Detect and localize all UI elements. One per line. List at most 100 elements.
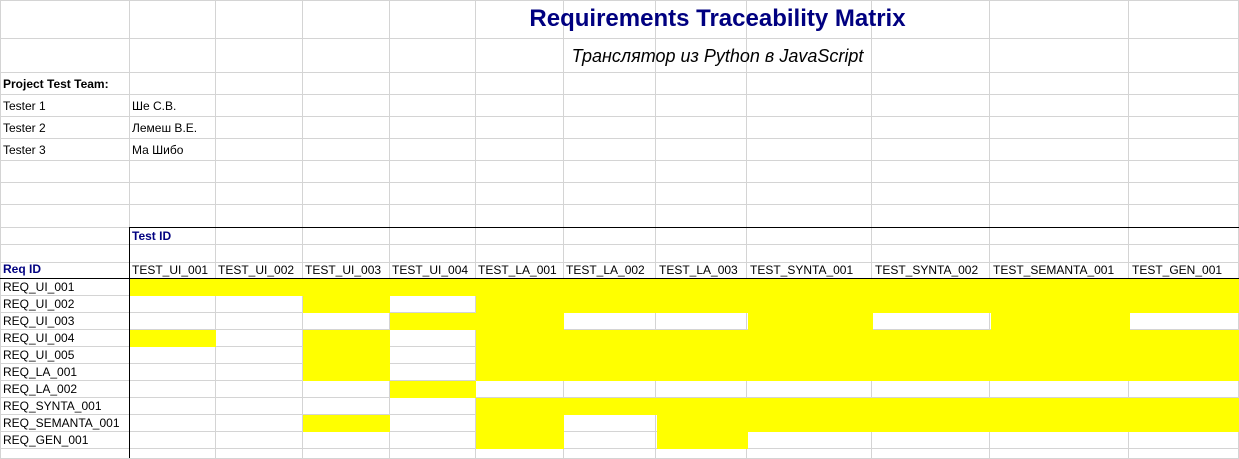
coverage-cell[interactable] <box>657 398 748 415</box>
coverage-cell[interactable] <box>303 347 390 364</box>
coverage-cell[interactable] <box>991 398 1130 415</box>
coverage-cell[interactable] <box>564 364 657 381</box>
coverage-cell[interactable] <box>390 279 476 296</box>
test-column-header: TEST_UI_002 <box>218 263 295 277</box>
coverage-cell[interactable] <box>476 398 564 415</box>
coverage-cell[interactable] <box>303 330 390 347</box>
coverage-cell[interactable] <box>991 364 1130 381</box>
requirement-id: REQ_UI_002 <box>3 297 75 311</box>
test-column-header: TEST_SEMANTA_001 <box>993 263 1115 277</box>
matrix-left-border <box>129 227 130 458</box>
coverage-cell[interactable] <box>657 279 748 296</box>
coverage-cell[interactable] <box>564 330 657 347</box>
coverage-cell[interactable] <box>873 398 991 415</box>
tester-role: Tester 1 <box>3 99 46 113</box>
coverage-cell[interactable] <box>657 415 748 432</box>
coverage-cell[interactable] <box>476 415 564 432</box>
coverage-cell[interactable] <box>390 313 476 330</box>
requirement-id: REQ_GEN_001 <box>3 433 89 447</box>
coverage-cell[interactable] <box>1130 398 1239 415</box>
coverage-cell[interactable] <box>390 381 476 398</box>
coverage-cell[interactable] <box>303 279 390 296</box>
coverage-cell[interactable] <box>873 415 991 432</box>
tester-name: Ше С.В. <box>132 99 177 113</box>
tester-name: Лемеш В.Е. <box>132 121 198 135</box>
coverage-cell[interactable] <box>303 296 390 313</box>
requirement-id: REQ_LA_002 <box>3 382 78 396</box>
tester-role: Tester 3 <box>3 143 46 157</box>
team-heading: Project Test Team: <box>3 77 109 91</box>
requirement-id: REQ_UI_004 <box>3 331 75 345</box>
test-column-header: TEST_GEN_001 <box>1132 263 1223 277</box>
tester-role: Tester 2 <box>3 121 46 135</box>
coverage-cell[interactable] <box>657 364 748 381</box>
coverage-cell[interactable] <box>873 330 991 347</box>
coverage-cell[interactable] <box>657 296 748 313</box>
test-column-header: TEST_SYNTA_002 <box>875 263 979 277</box>
coverage-cell[interactable] <box>1130 364 1239 381</box>
test-column-header: TEST_UI_003 <box>305 263 382 277</box>
coverage-cell[interactable] <box>564 279 657 296</box>
coverage-cell[interactable] <box>991 313 1130 330</box>
coverage-cell[interactable] <box>476 313 564 330</box>
test-column-header: TEST_SYNTA_001 <box>750 263 854 277</box>
test-column-header: TEST_UI_004 <box>392 263 469 277</box>
coverage-cell[interactable] <box>1130 296 1239 313</box>
coverage-cell[interactable] <box>748 296 873 313</box>
coverage-cell[interactable] <box>991 279 1130 296</box>
coverage-cell[interactable] <box>748 364 873 381</box>
coverage-cell[interactable] <box>476 279 564 296</box>
req-id-label: Req ID <box>3 262 42 276</box>
coverage-cell[interactable] <box>748 398 873 415</box>
coverage-cell[interactable] <box>748 279 873 296</box>
requirement-id: REQ_UI_001 <box>3 280 75 294</box>
test-column-header: TEST_LA_003 <box>659 263 738 277</box>
requirement-id: REQ_SYNTA_001 <box>3 399 102 413</box>
coverage-cell[interactable] <box>1130 415 1239 432</box>
coverage-cell[interactable] <box>476 364 564 381</box>
coverage-cell[interactable] <box>873 347 991 364</box>
coverage-cell[interactable] <box>1130 330 1239 347</box>
test-column-header: TEST_LA_002 <box>566 263 645 277</box>
coverage-cell[interactable] <box>216 279 303 296</box>
coverage-cell[interactable] <box>476 347 564 364</box>
matrix-top-border <box>129 227 1239 228</box>
requirement-id: REQ_UI_003 <box>3 314 75 328</box>
coverage-cell[interactable] <box>1130 347 1239 364</box>
coverage-cell[interactable] <box>130 330 216 347</box>
coverage-cell[interactable] <box>748 313 873 330</box>
coverage-cell[interactable] <box>303 364 390 381</box>
coverage-cell[interactable] <box>476 330 564 347</box>
coverage-cell[interactable] <box>564 398 657 415</box>
test-id-label: Test ID <box>132 229 172 243</box>
coverage-cell[interactable] <box>564 296 657 313</box>
page-subtitle: Транслятор из Python в JavaScript <box>571 46 864 66</box>
coverage-cell[interactable] <box>303 415 390 432</box>
coverage-cell[interactable] <box>657 330 748 347</box>
coverage-cell[interactable] <box>748 347 873 364</box>
requirement-id: REQ_UI_005 <box>3 348 75 362</box>
coverage-cell[interactable] <box>991 415 1130 432</box>
coverage-cell[interactable] <box>873 296 991 313</box>
test-column-header: TEST_UI_001 <box>132 263 209 277</box>
coverage-cell[interactable] <box>130 279 216 296</box>
coverage-cell[interactable] <box>657 432 748 449</box>
page-title: Requirements Traceability Matrix <box>529 5 906 32</box>
coverage-cell[interactable] <box>476 432 564 449</box>
coverage-cell[interactable] <box>991 296 1130 313</box>
coverage-cell[interactable] <box>873 279 991 296</box>
coverage-cell[interactable] <box>748 415 873 432</box>
coverage-cell[interactable] <box>657 347 748 364</box>
header-bottom-border <box>0 278 1239 279</box>
coverage-cell[interactable] <box>873 364 991 381</box>
coverage-cell[interactable] <box>991 347 1130 364</box>
coverage-cell[interactable] <box>564 347 657 364</box>
test-column-header: TEST_LA_001 <box>478 263 557 277</box>
coverage-cell[interactable] <box>748 330 873 347</box>
requirement-id: REQ_SEMANTA_001 <box>3 416 120 430</box>
coverage-cell[interactable] <box>476 296 564 313</box>
coverage-cell[interactable] <box>991 330 1130 347</box>
coverage-cell[interactable] <box>1130 279 1239 296</box>
